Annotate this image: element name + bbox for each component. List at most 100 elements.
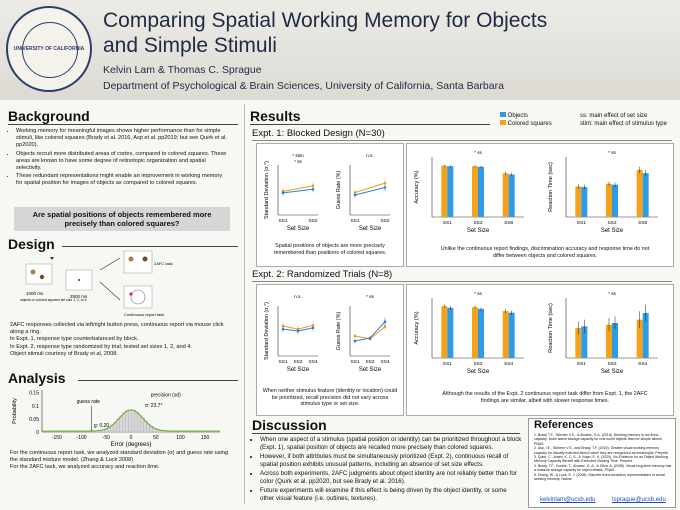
expt2-continuous-panel bbox=[256, 284, 404, 416]
x-axis-label: Set Size bbox=[359, 226, 382, 232]
bar bbox=[478, 308, 484, 358]
reference-item: 2. Asp, I.E., Störmer V.S., and Brady, T… bbox=[534, 446, 669, 455]
divider bbox=[252, 140, 672, 141]
background-text: Working memory for meaningful images sho… bbox=[6, 128, 228, 189]
bar bbox=[612, 323, 618, 358]
discussion-bullet: Future experiments will examine if this … bbox=[260, 487, 522, 503]
significance-label: * ss bbox=[608, 150, 616, 155]
significance-label: * ss bbox=[608, 291, 616, 296]
x-axis-label: Set Size bbox=[287, 367, 310, 373]
results-heading: Results bbox=[250, 108, 301, 124]
x-axis-label: Set Size bbox=[287, 226, 310, 232]
data-point bbox=[311, 326, 315, 330]
x-tick-label: SS6 bbox=[504, 220, 513, 226]
y-axis-label: Guess Rate (%) bbox=[336, 171, 342, 210]
expt1-title: Expt. 1: Blocked Design (N=30) bbox=[252, 128, 385, 139]
analysis-heading: Analysis bbox=[8, 370, 66, 386]
x-tick-label: 150 bbox=[201, 435, 210, 441]
y-axis-label: Reaction Time (sec) bbox=[548, 162, 554, 212]
legend-squares: Colored squares bbox=[507, 121, 552, 127]
reference-item: 5. Zhang, W., & Luck, S. J. (2008). Disc… bbox=[534, 472, 665, 482]
bar bbox=[606, 183, 612, 217]
y-axis-label: Probability bbox=[12, 398, 18, 424]
ann-sigma: σ: 23.7° bbox=[145, 403, 163, 409]
email-link-1[interactable]: kelvinlam@ucsb.edu bbox=[540, 497, 596, 503]
data-point bbox=[281, 327, 285, 331]
x-tick-label: SS1 bbox=[577, 361, 586, 367]
y-axis-label: Standard Deviation (σ,°) bbox=[264, 302, 270, 360]
label-1000ms: 1000 ms bbox=[26, 291, 44, 296]
university-seal-logo: UNIVERSITY OF CALIFORNIA bbox=[6, 6, 92, 92]
column-divider bbox=[244, 104, 245, 504]
x-tick-label: SS2 bbox=[607, 361, 616, 367]
expt2-caption-right: Although the results of the Expt. 2 cont… bbox=[442, 391, 648, 404]
reference-item: 1. Brady T.F., Störmer V.S., & Alvarez, … bbox=[534, 433, 663, 446]
y-axis-label: Reaction Time (sec) bbox=[548, 303, 554, 353]
references-list: 1. Brady T.F., Störmer V.S., & Alvarez, … bbox=[534, 433, 672, 481]
divider bbox=[250, 124, 490, 125]
discussion-bullet: Across both experiments, 2AFC judgments … bbox=[260, 470, 522, 486]
x-tick-label: SS2 bbox=[473, 361, 482, 367]
x-tick-label: SS2 bbox=[380, 218, 389, 224]
data-point bbox=[296, 329, 300, 333]
x-tick-label: -150 bbox=[52, 435, 62, 441]
research-question: Are spatial positions of objects remembe… bbox=[14, 207, 230, 231]
bar bbox=[447, 166, 454, 217]
bar bbox=[502, 311, 509, 358]
series-line bbox=[282, 188, 314, 194]
bar bbox=[581, 187, 588, 217]
x-axis-label: Set Size bbox=[601, 228, 624, 234]
x-tick-label: -50 bbox=[103, 435, 110, 441]
discussion-heading: Discussion bbox=[252, 417, 327, 433]
poster-header bbox=[0, 0, 680, 100]
results-legend: Objects Colored squares bbox=[500, 112, 552, 128]
references-heading: References bbox=[534, 419, 594, 431]
x-tick-label: SS1 bbox=[350, 218, 359, 224]
expt2-title: Expt. 2: Randomized Trials (N=8) bbox=[252, 269, 393, 280]
poster-title: Comparing Spatial Working Memory for Obj… bbox=[103, 9, 548, 57]
data-point bbox=[383, 325, 387, 329]
objects-swatch bbox=[500, 112, 506, 117]
x-tick-label: SS1 bbox=[443, 361, 452, 367]
x-tick-label: SS1 bbox=[577, 220, 586, 226]
background-bullet: Working memory for meaningful images sho… bbox=[16, 128, 228, 150]
email-link-2[interactable]: tsprague@ucsb.edu bbox=[612, 497, 666, 503]
ann-g-value: g: 0.20 bbox=[94, 423, 110, 429]
bar bbox=[447, 307, 454, 358]
design-line: In Expt. 2, response type randomized by … bbox=[10, 343, 192, 350]
bar bbox=[478, 166, 484, 217]
series-line bbox=[282, 185, 314, 192]
x-tick-label: 50 bbox=[153, 435, 159, 441]
series-line bbox=[354, 187, 386, 196]
data-point bbox=[383, 320, 387, 324]
x-axis-label: Set Size bbox=[467, 369, 490, 375]
data-point bbox=[311, 187, 315, 191]
x-axis-label: Error (degrees) bbox=[111, 442, 152, 448]
background-heading: Background bbox=[8, 108, 90, 124]
bar bbox=[508, 312, 515, 358]
significance-label: * stim bbox=[292, 153, 304, 158]
analysis-line: For the continuous report task, we analy… bbox=[10, 450, 229, 464]
x-tick-label: SS4 bbox=[308, 359, 317, 365]
discussion-bullet: However, if both attributes must be simu… bbox=[260, 453, 522, 469]
x-tick-label: SS2 bbox=[308, 218, 317, 224]
bar bbox=[642, 313, 649, 358]
y-tick-label: 0.15 bbox=[29, 391, 39, 397]
y-axis-label: Guess Rate (%) bbox=[336, 312, 342, 351]
data-point bbox=[281, 191, 285, 195]
background-bullet: These redundant representations might en… bbox=[16, 173, 228, 187]
bar bbox=[441, 165, 448, 217]
bar bbox=[581, 326, 588, 358]
data-point bbox=[368, 336, 372, 340]
analysis-text: For the continuous report task, we analy… bbox=[10, 450, 236, 472]
bar bbox=[502, 173, 509, 217]
label-2afc: 2AFC task bbox=[154, 261, 173, 266]
y-tick-label: 0.05 bbox=[29, 417, 39, 423]
x-tick-label: SS6 bbox=[638, 220, 647, 226]
discussion-bullet: When one aspect of a stimulus (spatial p… bbox=[260, 436, 522, 452]
label-2500ms: 2500 ms bbox=[70, 294, 88, 299]
data-point bbox=[383, 181, 387, 185]
